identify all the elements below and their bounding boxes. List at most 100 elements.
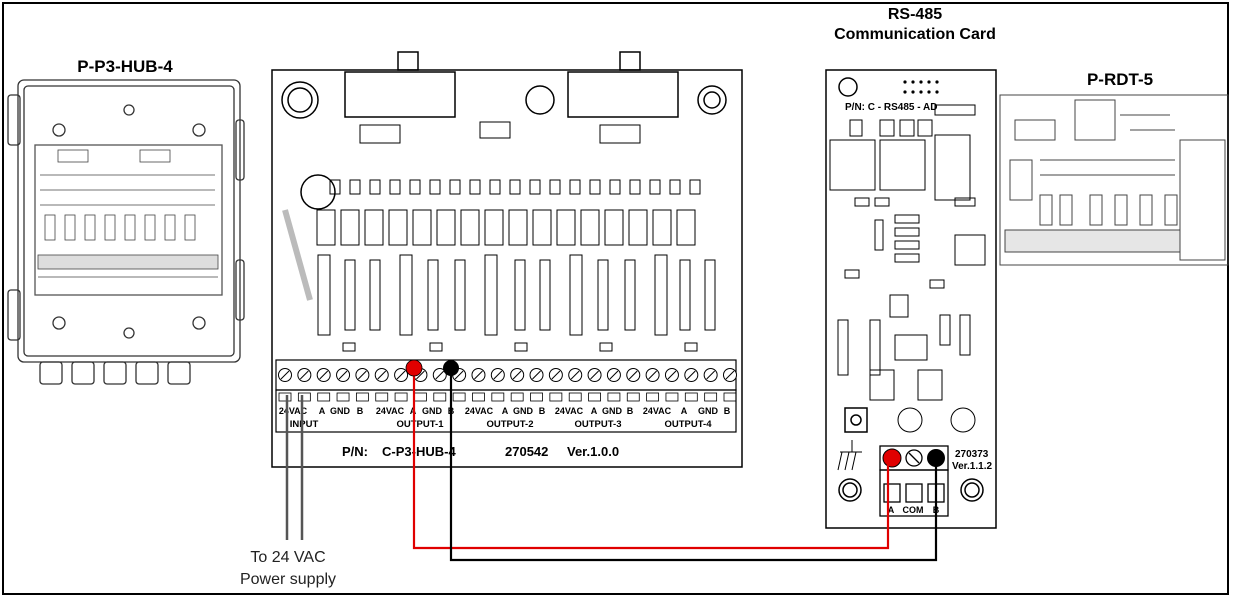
wire-a <box>412 368 890 550</box>
terminal-screw-slot <box>416 370 425 380</box>
terminal-screw-slot <box>435 370 445 380</box>
comm-card-title-line1: RS-485 <box>887 6 943 23</box>
hub-serial: 270542 <box>505 444 548 459</box>
terminal-screw-slot <box>474 370 483 380</box>
hub-board <box>271 51 743 468</box>
terminal-label: A <box>681 406 688 416</box>
terminal-screw-slot <box>280 370 290 380</box>
terminal-socket <box>626 392 640 402</box>
terminal-socket <box>336 392 350 402</box>
terminal-screw-slot <box>609 370 619 380</box>
terminal-socket <box>394 392 408 402</box>
terminal-socket <box>704 392 718 402</box>
comm-card-serial: 270373 <box>955 449 989 460</box>
terminal-label: GND <box>602 406 623 416</box>
terminal-socket <box>491 392 505 402</box>
terminal-screw-slot <box>570 370 580 380</box>
terminal-socket <box>375 392 389 402</box>
terminal-screw-slot <box>454 370 464 380</box>
terminal-screw-slot <box>725 370 735 380</box>
terminal-screw-slot <box>648 370 657 380</box>
terminal-socket <box>568 392 582 402</box>
terminal-screw-slot <box>377 370 387 380</box>
comm-card-dots <box>903 80 939 94</box>
terminal-label: B <box>539 406 546 416</box>
terminal-screw-slot <box>628 370 638 380</box>
hub-terminal-labels: 24VAC A GND B 24VAC A GND B 24VAC A GND … <box>279 406 731 416</box>
power-wires <box>285 395 304 540</box>
group-label-input: INPUT <box>290 419 319 430</box>
terminal-socket <box>278 392 292 402</box>
terminal-screw-slot <box>706 370 716 380</box>
comm-card-components <box>829 104 986 471</box>
terminal-screw-slot <box>358 370 367 380</box>
group-label-output-2: OUTPUT-2 <box>487 419 534 430</box>
terminal-label: 24VAC <box>279 406 308 416</box>
comm-card-version: Ver.1.1.2 <box>952 461 992 472</box>
power-note-line2: Power supply <box>239 571 337 588</box>
hub-board-part-info: P/N: C-P3-HUB-4 270542 Ver.1.0.0 <box>342 444 619 459</box>
comm-card-title-line2: Communication Card <box>834 26 996 43</box>
terminal-screw-slot <box>396 370 406 380</box>
comm-terminal-label-com: COM <box>903 505 924 515</box>
comm-card <box>825 69 997 529</box>
terminal-label: B <box>357 406 364 416</box>
terminal-socket <box>549 392 563 402</box>
terminal-label: GND <box>513 406 534 416</box>
terminal-screw-slot <box>551 370 561 380</box>
terminal-screw-slot <box>512 370 522 380</box>
terminal-screw-slot <box>532 370 541 380</box>
comm-card-part-number: P/N: C - RS485 - AD <box>845 102 937 113</box>
terminal-screw-slot <box>338 370 348 380</box>
hub-enclosure-board-detail <box>37 149 219 278</box>
terminal-socket <box>607 392 621 402</box>
group-label-output-3: OUTPUT-3 <box>575 419 622 430</box>
group-label-output-4: OUTPUT-4 <box>665 419 713 430</box>
comm-terminal-label-a: A <box>888 505 895 515</box>
terminal-screw-slot <box>686 370 696 380</box>
group-label-output-1: OUTPUT-1 <box>397 419 445 430</box>
terminal-label: A <box>319 406 326 416</box>
rdt-title: P-RDT-5 <box>1086 70 1154 89</box>
terminal-socket <box>646 392 660 402</box>
hub-terminal-screws <box>278 368 737 402</box>
comm-card-terminal-labels: A COM B <box>888 505 940 515</box>
terminal-screw-slot <box>590 370 599 380</box>
terminal-socket <box>588 392 601 402</box>
rdt-board <box>999 94 1229 266</box>
hub-board-components <box>282 121 716 352</box>
hub-pn-label: P/N: <box>342 444 368 459</box>
terminal-label: 24VAC <box>555 406 584 416</box>
terminal-socket <box>723 392 737 402</box>
comm-terminal-b-marker <box>927 449 945 467</box>
terminal-socket <box>433 392 447 402</box>
terminal-screw-slot <box>493 370 503 380</box>
hub-version: Ver.1.0.0 <box>567 444 619 459</box>
power-note-line1: To 24 VAC <box>250 549 326 566</box>
terminal-label: 24VAC <box>376 406 405 416</box>
comm-terminal-a-marker <box>882 448 902 468</box>
terminal-screw-slot <box>667 370 677 380</box>
terminal-socket <box>452 392 466 402</box>
terminal-socket <box>530 392 543 402</box>
terminal-socket <box>510 392 524 402</box>
terminal-socket <box>297 392 311 402</box>
terminal-socket <box>414 392 427 402</box>
terminal-label: A <box>591 406 598 416</box>
terminal-socket <box>317 392 331 402</box>
terminal-screw-slot <box>319 370 329 380</box>
hub-terminal-b-marker <box>443 360 459 376</box>
terminal-label: 24VAC <box>643 406 672 416</box>
terminal-socket <box>472 392 485 402</box>
terminal-label: GND <box>330 406 351 416</box>
hub-enclosure <box>7 79 245 385</box>
terminal-socket <box>355 392 369 402</box>
hub-part-number: C-P3-HUB-4 <box>382 444 456 459</box>
terminal-label: A <box>502 406 509 416</box>
terminal-screw-slot <box>299 370 309 380</box>
terminal-label: 24VAC <box>465 406 494 416</box>
terminal-label: B <box>627 406 634 416</box>
terminal-socket <box>665 392 679 402</box>
terminal-label: B <box>724 406 731 416</box>
